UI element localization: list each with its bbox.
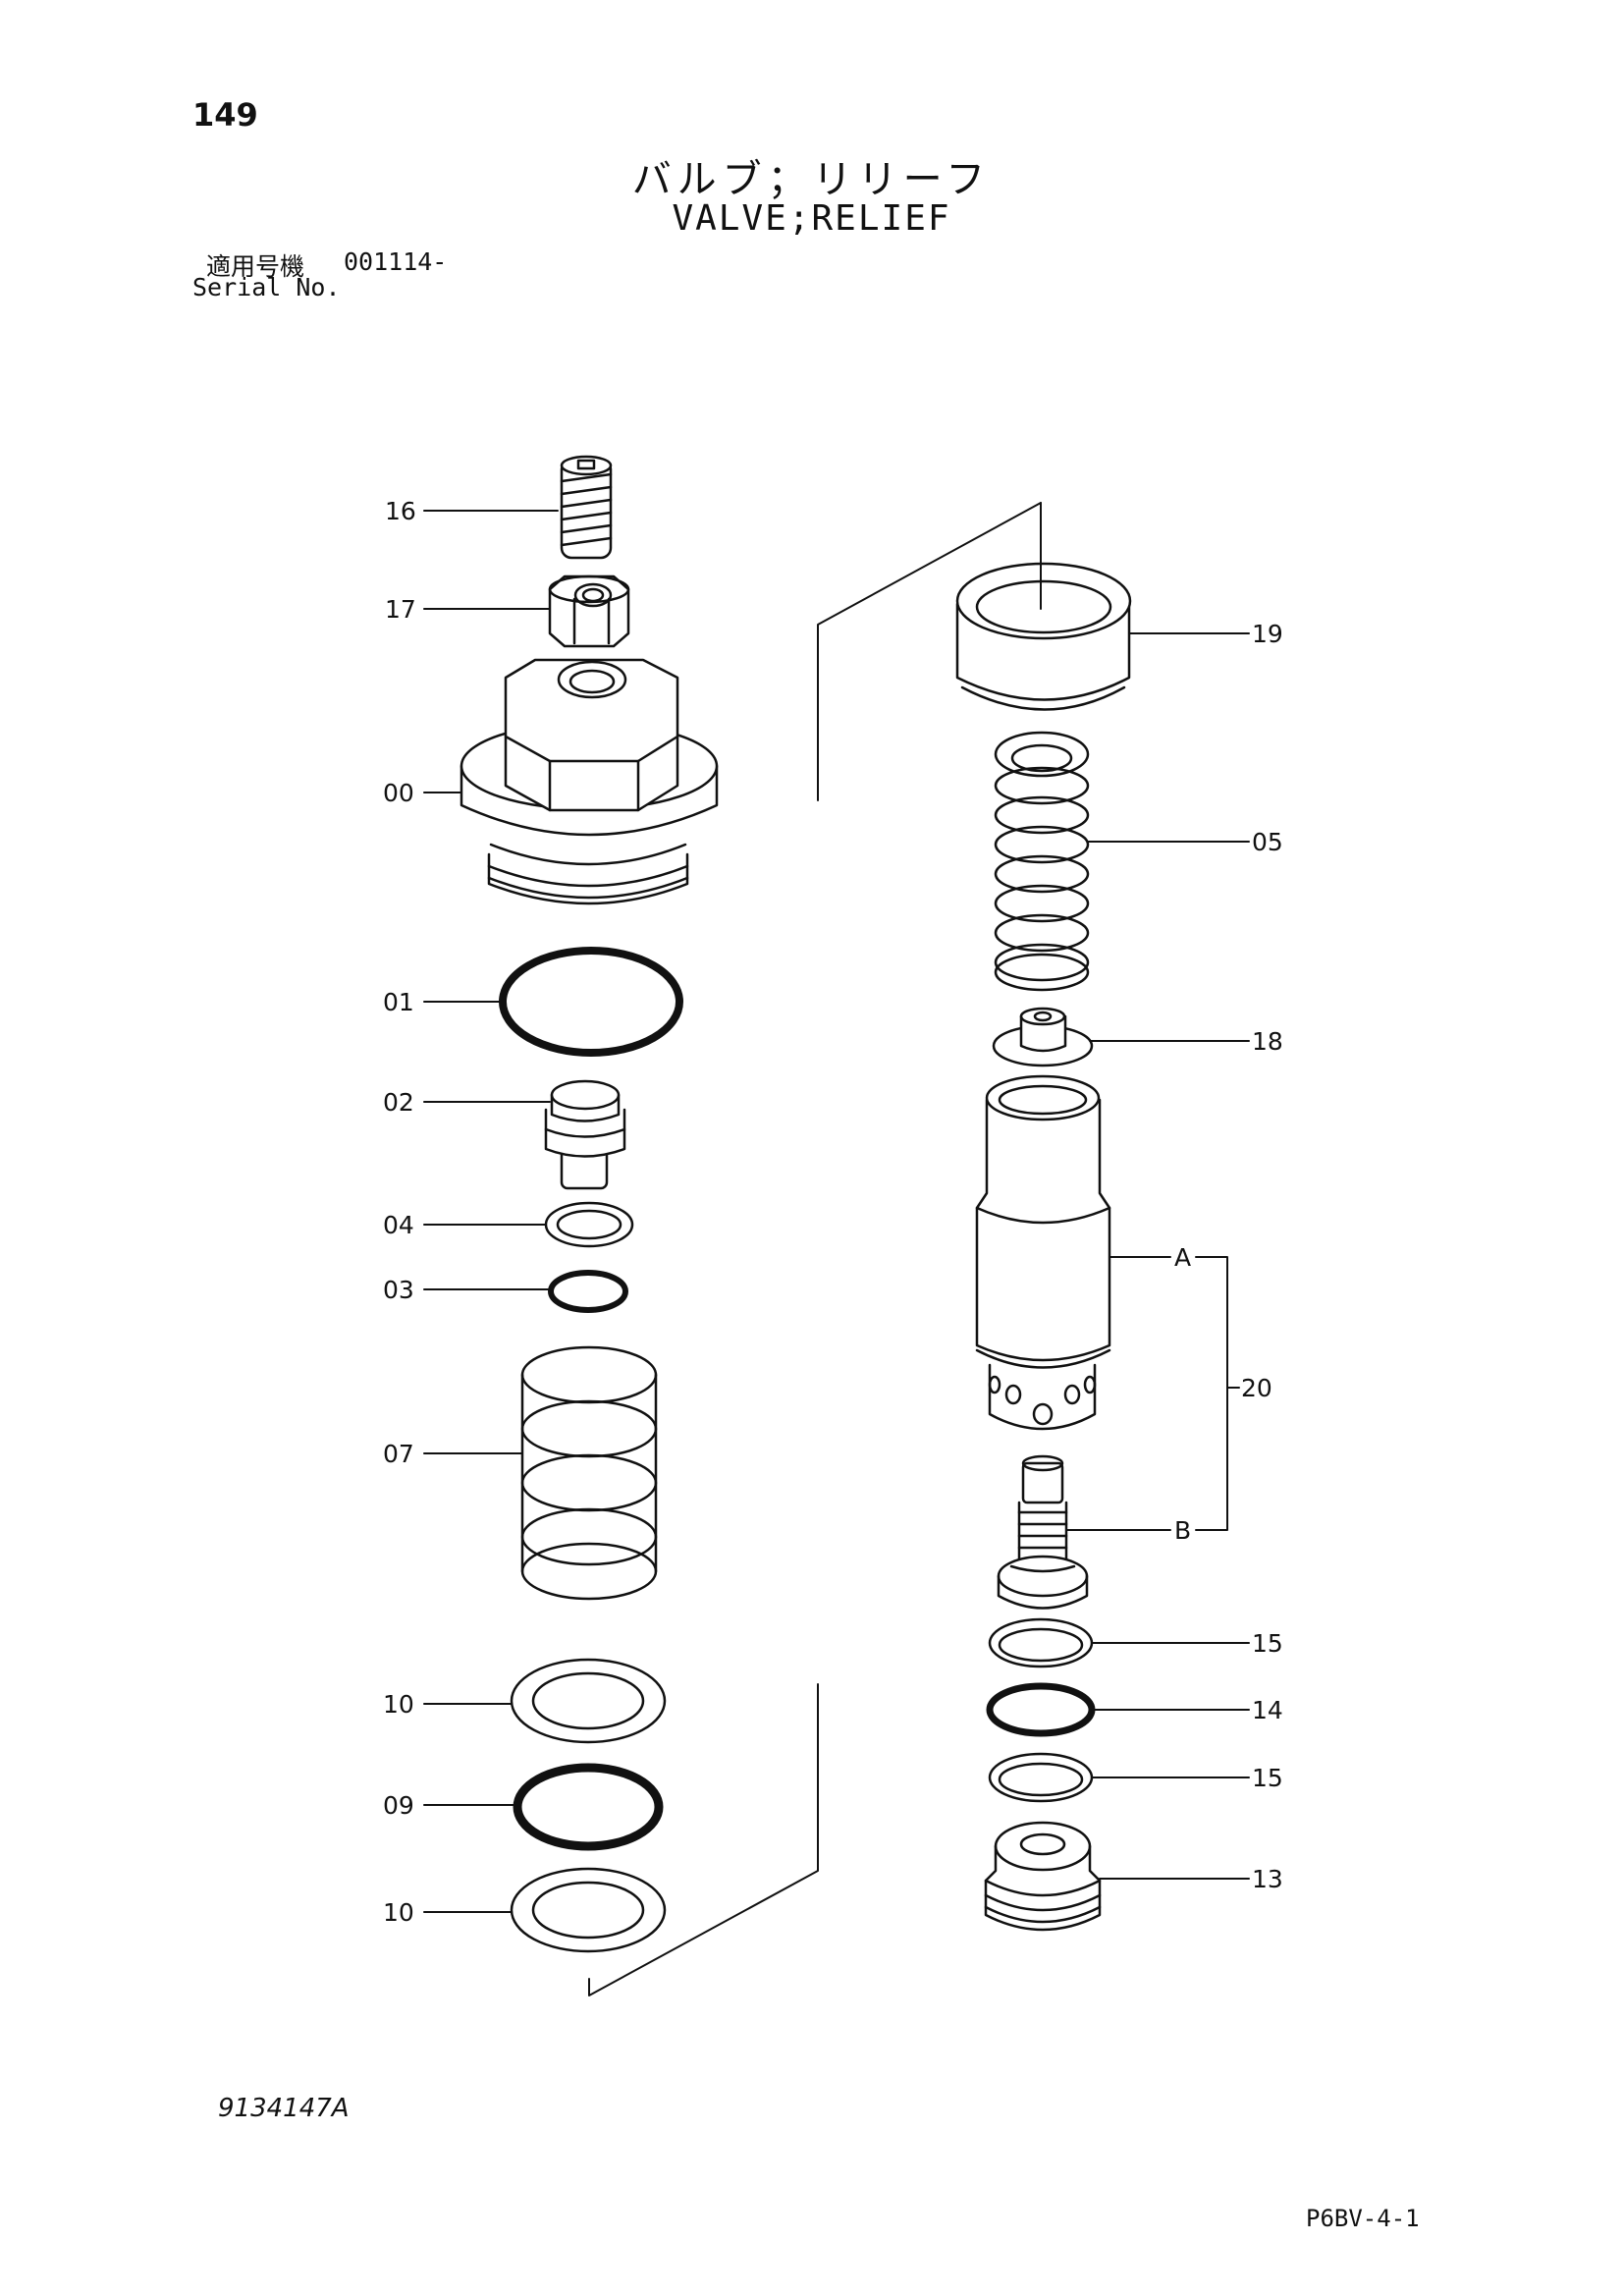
part-18-spring-seat xyxy=(992,1007,1094,1067)
serial-label-english: Serial No. xyxy=(192,273,341,301)
callout-05: 05 xyxy=(1252,828,1283,856)
title-english: VALVE;RELIEF xyxy=(672,198,951,239)
part-10-washer-lower xyxy=(510,1867,667,1953)
callout-13: 13 xyxy=(1252,1865,1283,1893)
part-10-washer-upper xyxy=(510,1658,667,1744)
part-13-seat xyxy=(984,1821,1102,1932)
part-04-backup-ring xyxy=(544,1201,634,1248)
part-14-o-ring xyxy=(986,1682,1096,1737)
assembly-bracket-lines xyxy=(588,502,1042,1996)
part-01-o-ring xyxy=(499,947,683,1057)
callout-19: 19 xyxy=(1252,620,1283,648)
page-number: 149 xyxy=(192,96,258,134)
drawing-number: 9134147A xyxy=(218,2094,350,2123)
callout-20-sub-b: B xyxy=(1174,1516,1191,1545)
callout-20-sub-a: A xyxy=(1174,1243,1191,1272)
part-15-backup-ring-lower xyxy=(988,1752,1094,1803)
part-07-spring xyxy=(520,1345,658,1601)
serial-value: 001114- xyxy=(344,247,448,276)
serial-label-japanese: 適用号機 xyxy=(206,252,305,281)
callout-04: 04 xyxy=(383,1211,414,1239)
callout-03: 03 xyxy=(383,1276,414,1304)
callout-09: 09 xyxy=(383,1791,414,1820)
callout-17: 17 xyxy=(385,595,416,624)
part-09-o-ring xyxy=(513,1763,664,1851)
callout-01: 01 xyxy=(383,988,414,1016)
part-00-plug-body xyxy=(460,658,719,905)
part-02-piston xyxy=(544,1079,626,1190)
part-16-set-screw xyxy=(560,455,613,560)
callout-10-lower: 10 xyxy=(383,1898,414,1927)
callout-18: 18 xyxy=(1252,1027,1283,1056)
callout-15-upper: 15 xyxy=(1252,1629,1283,1658)
part-03-o-ring xyxy=(548,1270,628,1313)
callout-10-upper: 10 xyxy=(383,1690,414,1719)
callout-07: 07 xyxy=(383,1440,414,1468)
part-20b-poppet xyxy=(997,1454,1089,1610)
title-japanese: バルブ；リリーフ xyxy=(631,157,992,202)
callout-15-lower: 15 xyxy=(1252,1764,1283,1792)
callout-02: 02 xyxy=(383,1088,414,1117)
part-19-cap xyxy=(955,562,1132,711)
callout-00: 00 xyxy=(383,779,414,807)
part-05-spring xyxy=(994,731,1090,992)
part-15-backup-ring-upper xyxy=(988,1617,1094,1668)
sheet-code: P6BV-4-1 xyxy=(1306,2205,1420,2232)
callout-20: 20 xyxy=(1241,1374,1272,1402)
leader-lines xyxy=(423,510,1250,1913)
callout-16: 16 xyxy=(385,497,416,525)
part-20a-sleeve xyxy=(975,1074,1111,1431)
part-17-nut xyxy=(548,574,630,648)
callout-14: 14 xyxy=(1252,1696,1283,1724)
